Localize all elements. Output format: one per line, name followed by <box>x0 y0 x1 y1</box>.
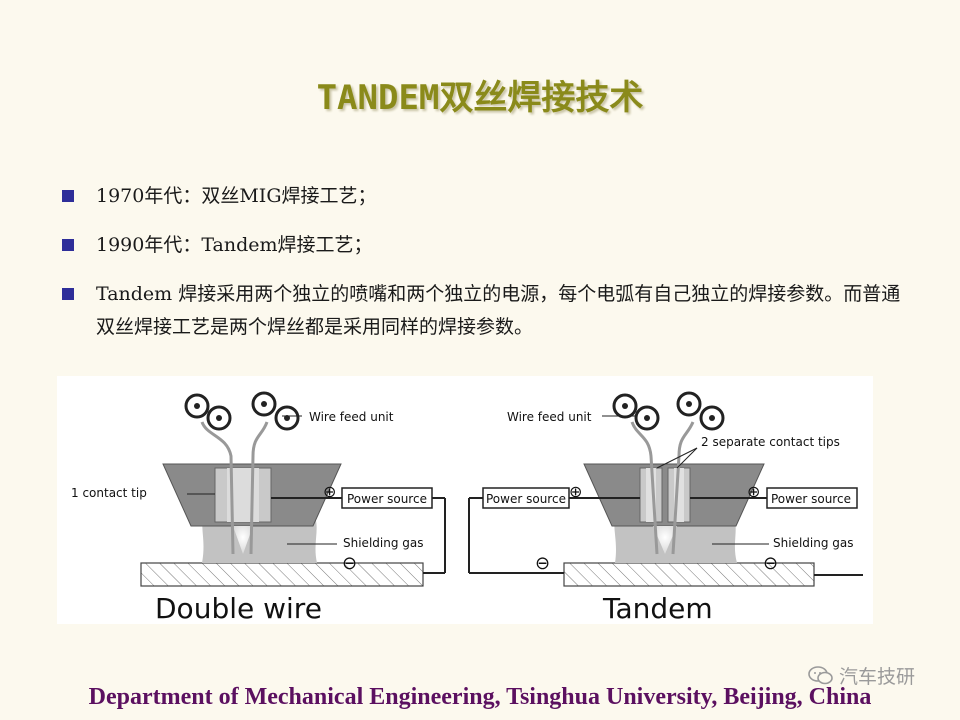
bullet-item: 1970年代：双丝MIG焊接工艺； <box>62 180 902 213</box>
wire <box>630 421 659 555</box>
watermark: 汽车技研 <box>808 662 915 689</box>
minus-sign: ⊖ <box>763 553 778 574</box>
wire-feed-label: Wire feed unit <box>309 410 394 424</box>
tandem-caption: Tandem <box>602 592 713 624</box>
workpiece <box>140 562 424 587</box>
wechat-icon <box>808 665 833 684</box>
contact-tips-label: 2 separate contact tips <box>701 435 840 449</box>
slide-title: TANDEM双丝焊接技术 <box>316 78 644 118</box>
power-source-right-label: Power source <box>771 492 851 506</box>
bullet-text: Tandem 焊接采用两个独立的喷嘴和两个独立的电源，每个电弧有自己独立的焊接参… <box>96 283 901 338</box>
minus-sign: ⊖ <box>535 553 550 574</box>
welding-diagram: Wire feed unit 1 contact tip ⊕ Power sou… <box>57 376 873 624</box>
square-bullet-icon <box>62 239 74 251</box>
arc <box>653 526 677 554</box>
watermark-text: 汽车技研 <box>839 666 916 688</box>
double-wire-diagram: Wire feed unit 1 contact tip ⊕ Power sou… <box>71 391 446 624</box>
bullet-item: 1990年代：Tandem焊接工艺； <box>62 229 902 262</box>
wire <box>671 421 695 555</box>
bullet-text: 1990年代：Tandem焊接工艺； <box>96 234 373 256</box>
wire <box>200 421 235 555</box>
footer-institution: Department of Mechanical Engineering, Ts… <box>88 684 872 710</box>
double-wire-caption: Double wire <box>155 592 322 624</box>
power-source-label: Power source <box>347 492 427 506</box>
power-source-left-label: Power source <box>486 492 566 506</box>
contact-tip-label: 1 contact tip <box>71 486 147 500</box>
shielding-gas-label: Shielding gas <box>343 536 423 550</box>
minus-sign: ⊖ <box>342 553 357 574</box>
welding-diagram-svg: Wire feed unit 1 contact tip ⊕ Power sou… <box>71 391 863 624</box>
plus-sign: ⊕ <box>569 482 582 501</box>
bullet-list: 1970年代：双丝MIG焊接工艺； 1990年代：Tandem焊接工艺； Tan… <box>62 180 902 360</box>
square-bullet-icon <box>62 190 74 202</box>
plus-sign: ⊕ <box>323 482 336 501</box>
square-bullet-icon <box>62 288 74 300</box>
wire <box>249 421 269 555</box>
shielding-gas-label: Shielding gas <box>773 536 853 550</box>
wire-feed-label: Wire feed unit <box>507 410 592 424</box>
bullet-text: 1970年代：双丝MIG焊接工艺； <box>96 185 377 207</box>
plus-sign: ⊕ <box>747 482 760 501</box>
arc <box>233 526 253 554</box>
bullet-item: Tandem 焊接采用两个独立的喷嘴和两个独立的电源，每个电弧有自己独立的焊接参… <box>62 278 902 344</box>
power-source-box <box>766 487 858 509</box>
tandem-diagram: Wire feed unit 2 separate contact tips ⊕… <box>468 391 863 624</box>
